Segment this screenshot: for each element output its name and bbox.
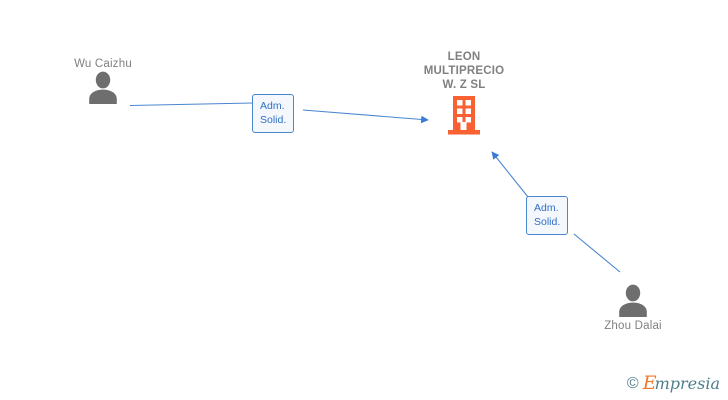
brand-name: Empresia	[643, 374, 720, 394]
person-icon	[619, 284, 647, 317]
person-icon	[89, 71, 117, 104]
edge-zhou-dalai-to-label	[573, 233, 621, 273]
empresia-watermark: © Empresia	[627, 374, 720, 394]
person-label-wu-caizhu: Wu Caizhu	[74, 58, 132, 70]
person-node-wu-caizhu[interactable]: Wu Caizhu	[43, 58, 163, 104]
relation-label-zhou-dalai[interactable]: Adm. Solid.	[526, 196, 569, 235]
relation-label-line-1: Adm.	[534, 202, 559, 214]
relation-label-line-2: Solid.	[534, 216, 561, 228]
edge-label-to-company	[302, 109, 429, 124]
building-icon	[448, 96, 480, 135]
copyright-icon: ©	[626, 375, 639, 392]
company-title-line-2: MULTIPRECIO	[423, 65, 505, 77]
company-title: LEON MULTIPRECIO W. Z SL	[379, 50, 549, 92]
relation-label-line-1: Adm.	[260, 100, 285, 112]
brand-rest: mpresia	[654, 374, 720, 393]
person-node-zhou-dalai[interactable]: Zhou Dalai	[573, 283, 693, 332]
edge-wu-caizhu-to-label	[129, 102, 253, 107]
person-label-zhou-dalai: Zhou Dalai	[604, 320, 662, 332]
company-title-line-3: W. Z SL	[442, 79, 486, 91]
relation-label-wu-caizhu[interactable]: Adm. Solid.	[252, 94, 295, 133]
company-title-line-1: LEON	[447, 51, 481, 63]
company-node[interactable]: LEON MULTIPRECIO W. Z SL	[379, 50, 549, 136]
edge-label-to-company-2	[491, 151, 529, 198]
brand-initial: E	[642, 372, 657, 394]
relation-label-line-2: Solid.	[260, 114, 287, 126]
